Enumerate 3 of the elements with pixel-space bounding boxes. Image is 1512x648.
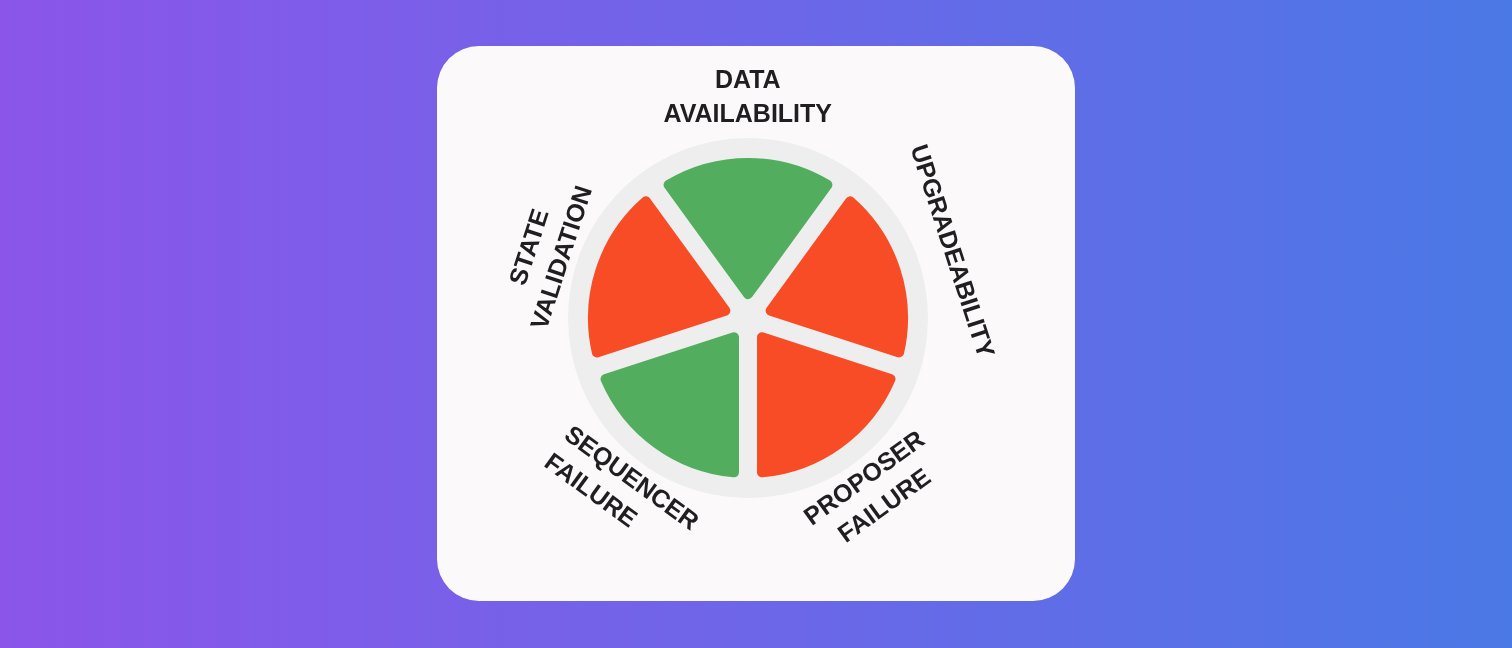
rosette-slice <box>663 158 833 300</box>
slice-label: DATA AVAILABILITY <box>663 64 832 129</box>
rosette-slice <box>765 196 908 358</box>
